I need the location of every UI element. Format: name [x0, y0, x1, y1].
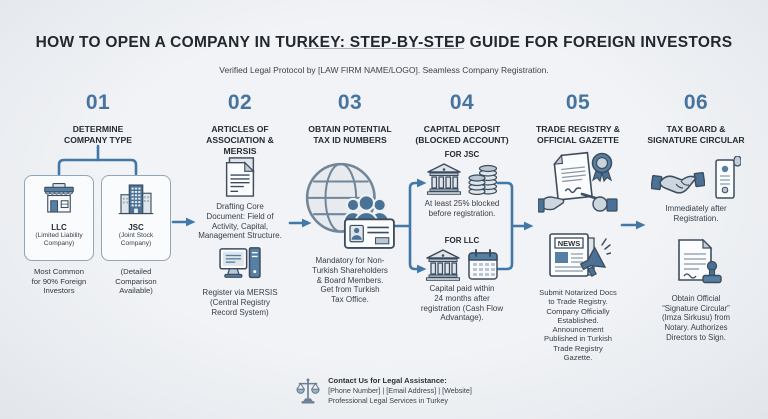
- llc-deposit-icons: [404, 248, 520, 281]
- step-6-title: TAX BOARD & SIGNATURE CIRCULAR: [647, 124, 745, 146]
- bank-icon: [427, 163, 461, 195]
- jsc-deposit-text: At least 25% blocked before registration…: [424, 199, 500, 218]
- signature-circular: [630, 236, 762, 293]
- step-5-title: TRADE REGISTRY & OFFICIAL GAZETTE: [535, 124, 621, 146]
- jsc-name: (Joint Stock Company): [118, 232, 154, 247]
- document-icon: [225, 157, 255, 197]
- step-2-title: ARTICLES OF ASSOCIATION & MERSIS: [206, 124, 274, 157]
- llc-note: Most Common for 90% Foreign Investors: [31, 267, 87, 296]
- for-jsc-label: FOR JSC: [444, 150, 480, 159]
- step-2-text-1: Drafting Core Document: Field of Activit…: [198, 202, 282, 241]
- footer-contacts: [Phone Number] | [Email Address] | [Webs…: [328, 386, 472, 396]
- news-masthead-text: NEWS: [558, 239, 581, 248]
- step-6-number: 06: [683, 91, 709, 114]
- jsc-abbr: JSC: [128, 223, 144, 232]
- step-1-title: DETERMINE COMPANY TYPE: [64, 124, 132, 146]
- for-llc-label: FOR LLC: [444, 236, 480, 245]
- llc-name: (Limited Liability Company): [35, 232, 83, 247]
- notarized-docs: [522, 148, 634, 219]
- handshake-icon: [651, 171, 705, 194]
- step-5-text: Submit Notarized Docs to Trade Registry.…: [539, 288, 617, 362]
- notarized-signing-icon: [537, 151, 618, 213]
- drafting-document: [188, 156, 292, 203]
- gazette-announcement-icon: NEWS: [549, 233, 612, 278]
- step-1-number: 01: [85, 91, 111, 114]
- jsc-note: (Detailed Comparison Available): [115, 267, 157, 296]
- step-2-text-2: Register via MERSIS (Central Registry Re…: [202, 288, 278, 317]
- page-title: HOW TO OPEN A COMPANY IN TURKEY: STEP-BY…: [35, 34, 733, 52]
- storefront-icon: [44, 182, 74, 213]
- step-6-text-1: Immediately after Registration.: [665, 204, 727, 223]
- coins-icon: [468, 164, 498, 195]
- step-3-text: Mandatory for Non- Turkish Shareholders …: [312, 256, 388, 304]
- step-2-number: 02: [227, 91, 253, 114]
- circular-scroll-icon: [715, 156, 741, 199]
- gazette-announcement: NEWS: [522, 228, 634, 289]
- mersis-registration: [188, 246, 292, 289]
- step-4-title: CAPITAL DEPOSIT (BLOCKED ACCOUNT): [415, 124, 509, 146]
- llc-option-card: LLC (Limited Liability Company): [24, 175, 94, 261]
- foreign-shareholders: [296, 160, 404, 255]
- step-3-title: OBTAIN POTENTIAL TAX ID NUMBERS: [308, 124, 392, 146]
- step-4-number: 04: [449, 91, 475, 114]
- calendar-icon: [468, 249, 498, 280]
- footer-tagline: Professional Legal Services in Turkey: [328, 395, 448, 405]
- scales-of-justice-icon: [296, 378, 320, 404]
- office-building-icon: [118, 184, 154, 215]
- computer-icon: [219, 247, 261, 279]
- notary-stamp-icon: [678, 238, 722, 284]
- title-divider: [304, 48, 464, 49]
- jsc-option-card: JSC (Joint Stock Company): [101, 175, 171, 261]
- llc-abbr: LLC: [51, 223, 67, 232]
- jsc-deposit-icons: [404, 162, 520, 195]
- registration-icons: [630, 156, 762, 202]
- step-3-number: 03: [337, 91, 363, 114]
- footer-heading: Contact Us for Legal Assistance:: [328, 376, 447, 385]
- step-6-text-2: Obtain Official “Signature Circular” (Im…: [661, 294, 730, 342]
- bank-icon: [426, 249, 460, 281]
- llc-deposit-text: Capital paid within 24 months after regi…: [420, 284, 504, 323]
- footer-contact: Contact Us for Legal Assistance: [Phone …: [0, 376, 768, 406]
- step-5-number: 05: [565, 91, 591, 114]
- page-subtitle: Verified Legal Protocol by [LAW FIRM NAM…: [219, 64, 549, 75]
- globe-shareholders-id-icon: [305, 162, 395, 249]
